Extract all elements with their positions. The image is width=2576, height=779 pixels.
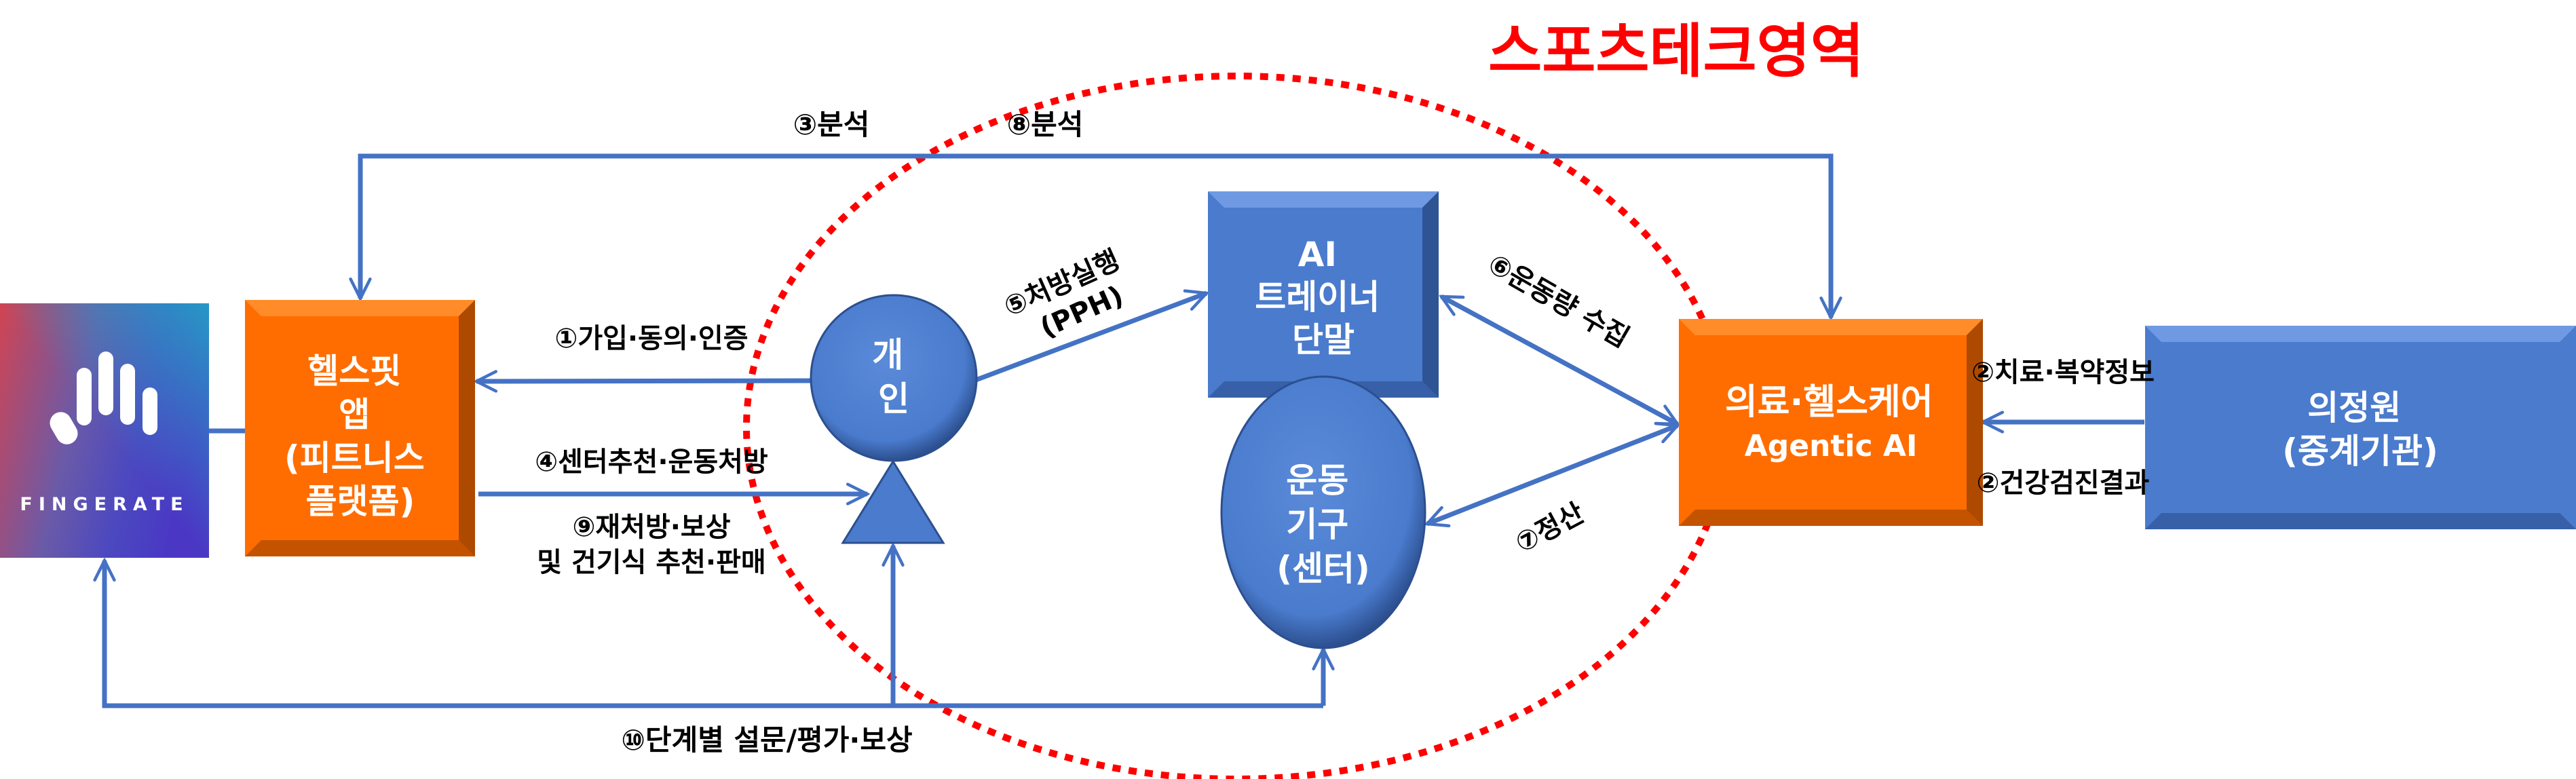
label-analysis-8: ⑧분석 — [1007, 108, 1084, 141]
edge-settlement — [1427, 425, 1678, 524]
equipment-line-2: 기구 — [1286, 505, 1348, 544]
label-signup: ①가입·동의·인증 — [554, 323, 748, 354]
medical-line-1: 의료·헬스케어 — [1725, 382, 1933, 423]
label-treatment-info: ②치료·복약정보 — [1971, 357, 2155, 388]
label-analysis-3: ③분석 — [793, 108, 870, 141]
svg-text:헬스핏 앱 (피트니스: 헬스핏 앱 (피트니스 플랫폼) — [284, 352, 436, 521]
zone-title: 스포츠테크영역 — [1488, 18, 1864, 86]
ai-trainer-node[interactable]: AI 트레이너 단말 — [1208, 191, 1439, 398]
medical-ai-node[interactable]: 의료·헬스케어 Agentic AI — [1679, 319, 1983, 526]
equipment-line-3: (센터) — [1276, 549, 1370, 588]
relay-agency-node[interactable]: 의정원 (중계기관) — [2145, 326, 2576, 529]
healthfit-line-2: 앱 — [339, 395, 370, 434]
edge-analysis-to-medical — [1086, 153, 1831, 318]
label-collect: ⑥운동량 수집 — [1483, 248, 1635, 354]
individual-body-shape — [841, 459, 945, 544]
svg-text:개 인: 개 인 — [872, 335, 915, 419]
healthfit-line-4: 플랫폼) — [306, 482, 415, 521]
label-represcription-1: ⑨재처방·보상 — [572, 512, 730, 543]
svg-text:의정원 (중계기관): 의정원 (중계기관) — [2282, 388, 2438, 471]
individual-line-2: 인 — [878, 379, 909, 419]
fingerate-node[interactable]: FINGERATE — [0, 303, 209, 558]
edge-execute — [974, 293, 1207, 383]
connectors — [102, 153, 2144, 708]
ai-trainer-line-2: 트레이너 — [1255, 278, 1380, 317]
equipment-line-1: 운동 — [1286, 461, 1348, 500]
ai-trainer-line-1: AI — [1298, 235, 1337, 274]
svg-text:AI 트레이너 단말: AI 트레이너 단말 — [1255, 235, 1391, 360]
label-settlement: ⑦정산 — [1511, 497, 1590, 559]
fingerate-logo-icon — [50, 352, 157, 444]
relay-line-1: 의정원 — [2307, 388, 2401, 428]
svg-text:의료·헬스케어 Agentic AI: 의료·헬스케어 Agentic AI — [1725, 382, 1937, 463]
medical-line-2: Agentic AI — [1745, 429, 1918, 463]
ai-trainer-line-3: 단말 — [1292, 320, 1355, 360]
edge-collect — [1441, 294, 1678, 427]
relay-line-2: (중계기관) — [2282, 432, 2438, 471]
individual-line-1: 개 — [872, 335, 903, 375]
svg-text:운동 기구 (센터): 운동 기구 (센터) — [1276, 461, 1370, 588]
equipment-node[interactable]: 운동 기구 (센터) — [1220, 375, 1426, 649]
fingerate-label: FINGERATE — [20, 494, 189, 515]
individual-node[interactable]: 개 인 — [810, 294, 978, 544]
healthfit-line-3: (피트니스 — [284, 438, 425, 478]
label-represcription-2: 및 건기식 추천·판매 — [537, 547, 765, 578]
healthfit-app-node[interactable]: 헬스핏 앱 (피트니스 플랫폼) — [245, 300, 475, 556]
healthfit-line-1: 헬스핏 — [307, 352, 401, 391]
label-prescription: ④센터추천·운동처방 — [535, 446, 768, 478]
label-checkup-result: ②건강검진결과 — [1977, 468, 2150, 499]
edge-survey-bottom — [102, 560, 1323, 708]
label-survey: ⑩단계별 설문/평가·보상 — [621, 723, 912, 757]
